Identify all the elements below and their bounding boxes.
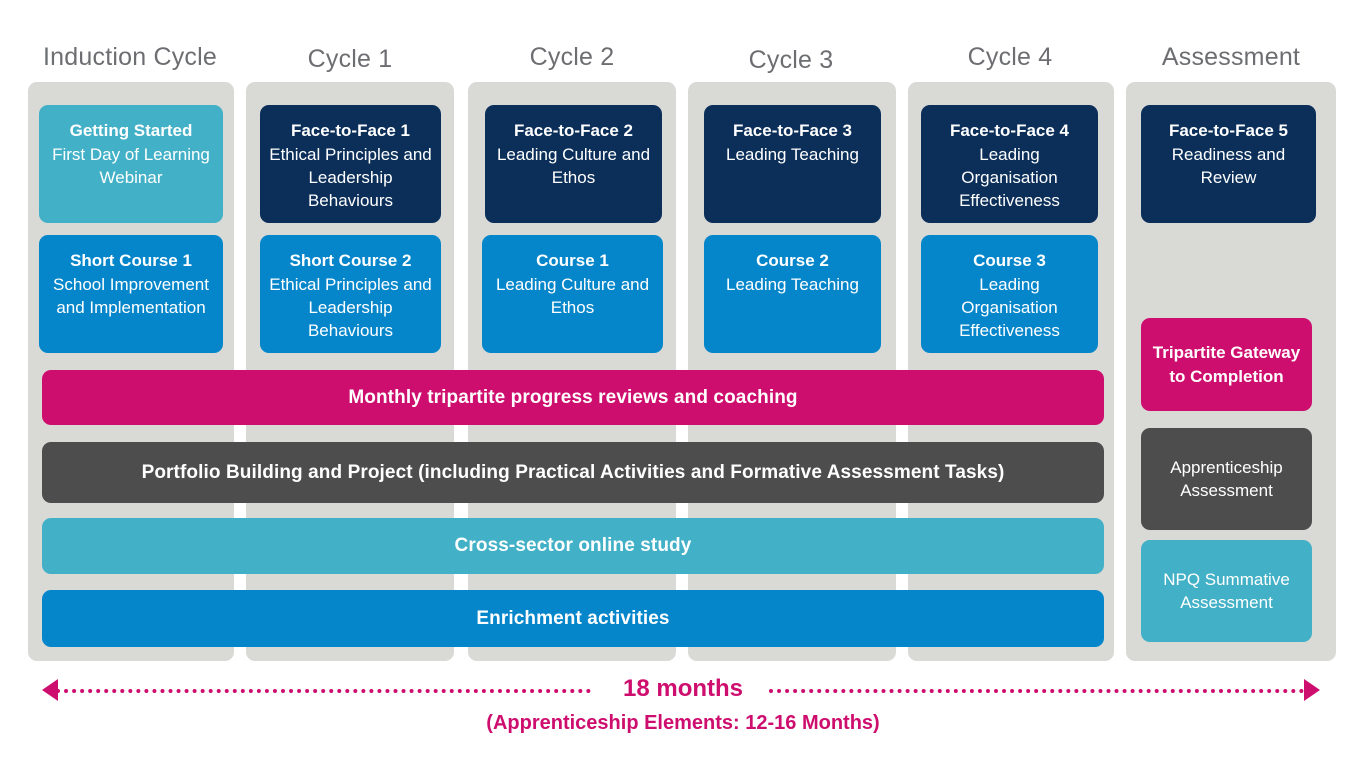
card-subtitle: Leading Organisation Effectiveness [959,145,1060,210]
card-title: Face-to-Face 2 [513,121,634,140]
card-subtitle: Ethical Principles and Leadership Behavi… [269,275,432,340]
card-title: Course 2 [756,251,829,270]
card-subtitle: Leading Culture and Ethos [495,275,650,317]
column-header-assessment: Assessment [1161,43,1301,71]
card-title: Face-to-Face 5 [1168,121,1289,140]
card-title: Getting Started [69,121,193,140]
card-title: Face-to-Face 3 [732,121,853,140]
card-subtitle: Leading Culture and Ethos [496,145,651,187]
card-title: Short Course 2 [289,251,412,270]
card-course-2[interactable]: Course 2 Leading Teaching [704,235,881,353]
card-title: Short Course 1 [70,251,192,270]
card-label: NPQ Summative Assessment [1163,570,1290,612]
bar-enrichment-activities[interactable]: Enrichment activities [42,590,1104,647]
card-face-to-face-3[interactable]: Face-to-Face 3 Leading Teaching [704,105,881,223]
timeline-sub-note: (Apprenticeship Elements: 12-16 Months) [486,712,880,734]
bar-monthly-tripartite-progress-reviews[interactable]: Monthly tripartite progress reviews and … [42,370,1104,425]
card-title: Face-to-Face 4 [949,121,1070,140]
card-subtitle: Ethical Principles and Leadership Behavi… [269,145,432,210]
card-face-to-face-2[interactable]: Face-to-Face 2 Leading Culture and Ethos [485,105,662,223]
card-subtitle: First Day of Learning Webinar [52,145,210,187]
card-apprenticeship-assessment[interactable]: Apprenticeship Assessment [1141,428,1312,530]
timeline-line-right [769,689,1304,693]
card-title: Face-to-Face 1 [290,121,411,140]
column-header-cycle-3: Cycle 3 [748,46,834,74]
card-subtitle: School Improvement and Implementation [53,275,209,317]
card-short-course-1[interactable]: Short Course 1 School Improvement and Im… [39,235,223,353]
card-tripartite-gateway-to-completion[interactable]: Tripartite Gateway to Completion [1141,318,1312,411]
card-subtitle: Leading Organisation Effectiveness [959,275,1060,340]
timeline-duration-label: 18 months [622,675,744,702]
card-short-course-2[interactable]: Short Course 2 Ethical Principles and Le… [260,235,441,353]
card-getting-started[interactable]: Getting Started First Day of Learning We… [39,105,223,223]
card-title: Course 3 [973,251,1046,270]
card-face-to-face-5[interactable]: Face-to-Face 5 Readiness and Review [1141,105,1316,223]
card-npq-summative-assessment[interactable]: NPQ Summative Assessment [1141,540,1312,642]
card-face-to-face-4[interactable]: Face-to-Face 4 Leading Organisation Effe… [921,105,1098,223]
arrow-left-icon [42,679,58,701]
card-title: Course 1 [536,251,609,270]
arrow-right-icon [1304,679,1320,701]
column-header-cycle-2: Cycle 2 [529,43,615,71]
bar-portfolio-building-and-project[interactable]: Portfolio Building and Project (includin… [42,442,1104,503]
card-subtitle: Leading Teaching [726,275,859,294]
timeline-line-left [56,689,591,693]
card-label: Apprenticeship Assessment [1170,458,1283,500]
card-face-to-face-1[interactable]: Face-to-Face 1 Ethical Principles and Le… [260,105,441,223]
card-label: Tripartite Gateway to Completion [1152,342,1301,386]
column-header-cycle-1: Cycle 1 [307,45,393,73]
card-course-1[interactable]: Course 1 Leading Culture and Ethos [482,235,663,353]
card-course-3[interactable]: Course 3 Leading Organisation Effectiven… [921,235,1098,353]
column-header-induction-cycle: Induction Cycle [43,43,217,71]
card-subtitle: Readiness and Review [1171,145,1286,187]
card-subtitle: Leading Teaching [726,145,859,164]
column-header-cycle-4: Cycle 4 [967,43,1053,71]
bar-cross-sector-online-study[interactable]: Cross-sector online study [42,518,1104,574]
